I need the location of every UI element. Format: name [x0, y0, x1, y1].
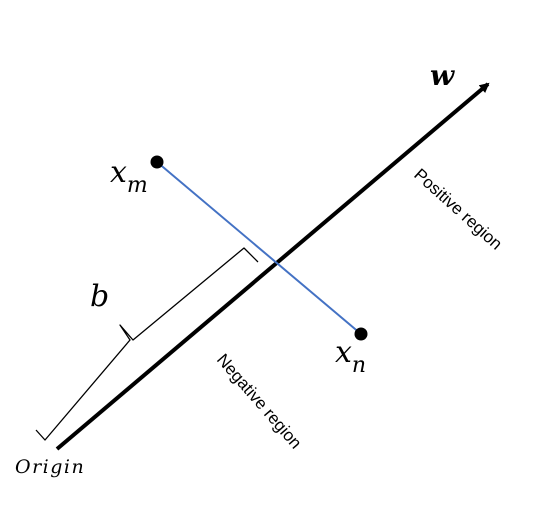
point-connecting-segment [156, 161, 362, 335]
weight-vector-axis [55, 82, 490, 451]
bias-brace [35, 247, 259, 441]
origin-label: Origin [15, 456, 85, 478]
positive-region-label: Positive region [410, 165, 506, 254]
point-x-m-label: xm [110, 155, 148, 198]
weight-vector-label: w [430, 59, 455, 92]
point-x-m-subscript: m [127, 173, 148, 198]
point-x-n-subscript: n [352, 353, 366, 378]
point-x-n [354, 327, 368, 341]
point-x-n-base: x [335, 335, 352, 370]
negative-region-label: Negative region [213, 350, 305, 452]
point-x-m-base: x [110, 155, 127, 190]
point-x-m [150, 155, 164, 169]
point-x-n-label: xn [335, 335, 366, 378]
bias-label: b [90, 279, 109, 314]
